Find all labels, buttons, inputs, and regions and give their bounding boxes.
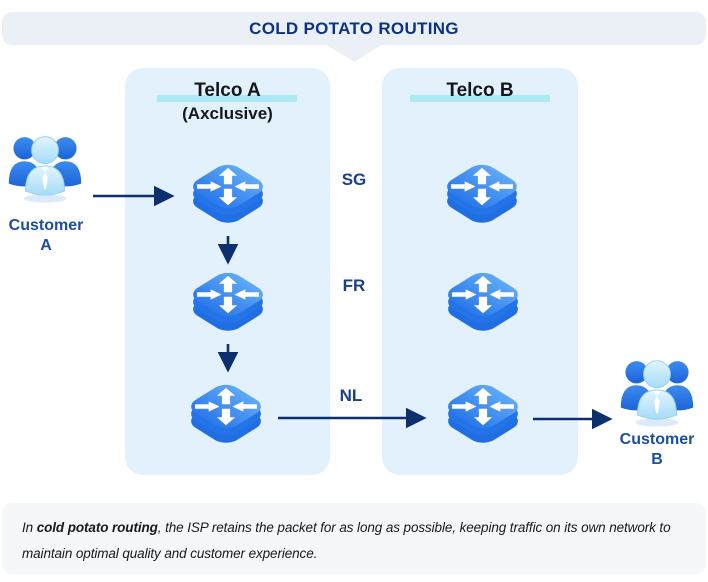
- customer-b-label: Customer B: [611, 430, 703, 470]
- router-icon-telco-b-nl: [437, 370, 529, 454]
- router-icon-telco-a-sg: [182, 150, 274, 234]
- customer-b-label-line1: Customer: [619, 431, 695, 448]
- customer-a-icon: [6, 124, 84, 206]
- title-banner: COLD POTATO ROUTING: [2, 12, 706, 45]
- caption-prefix: In: [22, 520, 37, 535]
- caption-term: cold potato routing: [36, 520, 158, 535]
- telco-a-highlight-bar: [157, 95, 297, 102]
- caption-box: In cold potato routing, the ISP retains …: [2, 503, 706, 574]
- router-icon-telco-a-nl: [180, 370, 272, 454]
- telco-b-title: Telco B: [446, 80, 514, 101]
- customer-b-label-line2: B: [651, 451, 663, 468]
- telco-a-subtitle: (Axclusive): [182, 104, 273, 123]
- banner-pointer-triangle: [327, 45, 381, 62]
- customer-a-label: Customer A: [0, 216, 92, 256]
- customer-a-label-line1: Customer: [8, 217, 84, 234]
- router-icon-telco-a-fr: [182, 258, 274, 342]
- caption-rest: , the ISP retains the packet for as long…: [22, 520, 671, 561]
- diagram-title: COLD POTATO ROUTING: [249, 18, 459, 38]
- router-icon-telco-b-fr: [437, 258, 529, 342]
- customer-a-label-line2: A: [40, 237, 52, 254]
- caption-text: In cold potato routing, the ISP retains …: [22, 515, 686, 567]
- location-label-fr: FR: [342, 276, 366, 295]
- router-icon-telco-b-sg: [436, 150, 528, 234]
- telco-b-highlight-bar: [410, 95, 550, 102]
- location-label-sg: SG: [341, 170, 367, 189]
- customer-b-icon: [618, 348, 696, 430]
- telco-a-title: Telco A: [194, 80, 261, 101]
- location-label-nl: NL: [339, 386, 363, 405]
